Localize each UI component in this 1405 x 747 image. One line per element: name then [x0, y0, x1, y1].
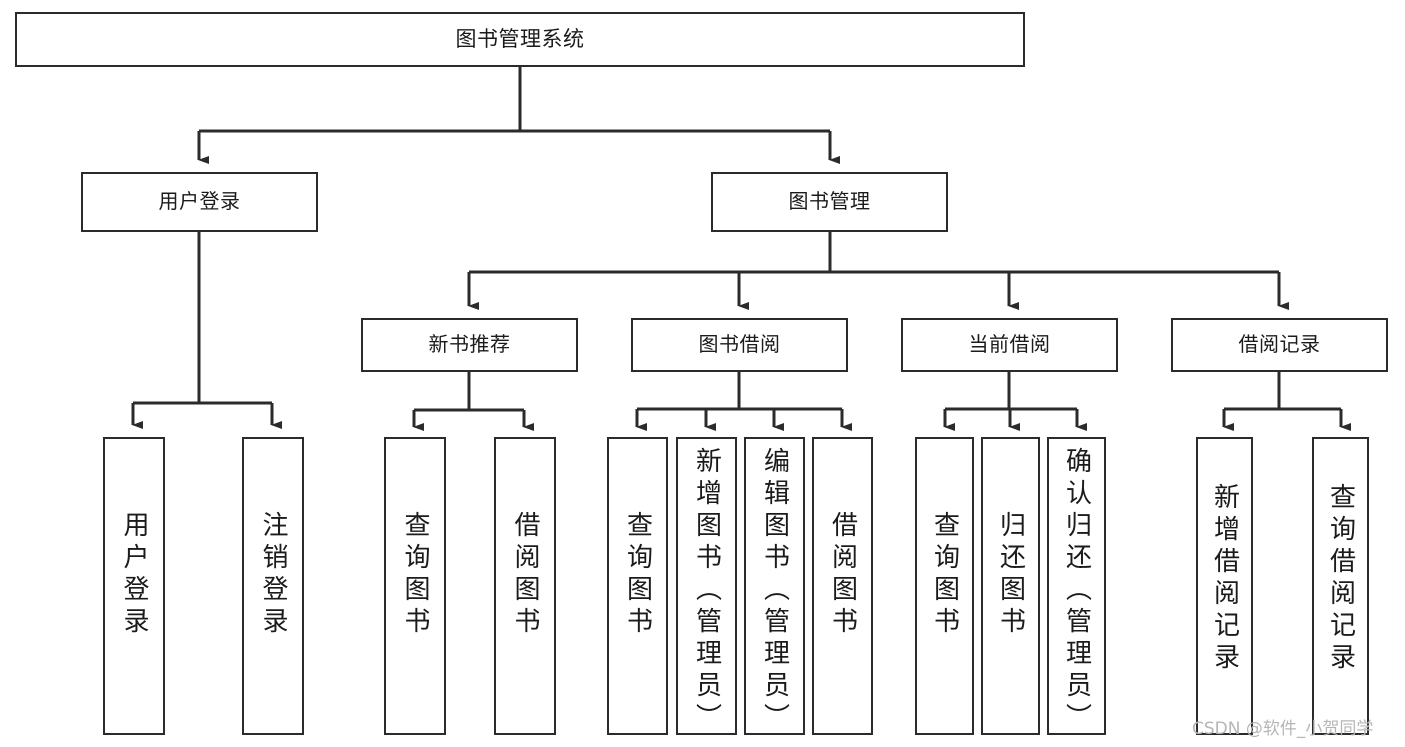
node-leaf-query-book-current-label: 查询图书: [929, 511, 960, 639]
node-leaf-add-book-admin[interactable]: 新增图书（管理员）: [676, 437, 737, 735]
node-leaf-query-borrow-record-label: 查询借阅记录: [1325, 483, 1356, 675]
node-leaf-logout-label: 注销登录: [258, 511, 288, 639]
node-leaf-borrow-book-borrow-label: 借阅图书: [827, 511, 858, 639]
node-leaf-borrow-book-borrow[interactable]: 借阅图书: [812, 437, 873, 735]
node-leaf-edit-book-admin-label: 编辑图书（管理员）: [759, 447, 790, 735]
node-book-borrow[interactable]: 图书借阅: [631, 318, 848, 372]
node-leaf-query-book-current[interactable]: 查询图书: [915, 437, 974, 735]
node-current-borrow-label: 当前借阅: [968, 332, 1051, 357]
node-user-login[interactable]: 用户登录: [81, 172, 318, 232]
node-leaf-query-book-borrow[interactable]: 查询图书: [607, 437, 668, 735]
node-new-book-recommendation-label: 新书推荐: [428, 332, 511, 357]
node-leaf-query-book-recommend-label: 查询图书: [400, 511, 430, 639]
node-leaf-edit-book-admin[interactable]: 编辑图书（管理员）: [744, 437, 805, 735]
node-root[interactable]: 图书管理系统: [15, 12, 1025, 67]
node-borrow-record-label: 借阅记录: [1238, 332, 1321, 357]
node-borrow-record[interactable]: 借阅记录: [1171, 318, 1388, 372]
node-leaf-user-login-label: 用户登录: [119, 511, 149, 639]
node-leaf-borrow-book-recommend[interactable]: 借阅图书: [494, 437, 556, 735]
node-leaf-query-borrow-record[interactable]: 查询借阅记录: [1312, 437, 1369, 735]
node-leaf-query-book-recommend[interactable]: 查询图书: [384, 437, 446, 735]
node-user-login-label: 用户登录: [158, 189, 241, 214]
node-leaf-user-login[interactable]: 用户登录: [103, 437, 165, 735]
node-leaf-confirm-return-admin-label: 确认归还（管理员）: [1061, 447, 1092, 735]
csdn-watermark: CSDN @软件_小贺同学: [1192, 719, 1374, 739]
node-leaf-borrow-book-recommend-label: 借阅图书: [510, 511, 540, 639]
node-leaf-query-book-borrow-label: 查询图书: [622, 511, 653, 639]
node-current-borrow[interactable]: 当前借阅: [901, 318, 1118, 372]
node-leaf-add-borrow-record[interactable]: 新增借阅记录: [1196, 437, 1253, 735]
node-leaf-return-book-label: 归还图书: [995, 511, 1026, 639]
node-book-borrow-label: 图书借阅: [698, 332, 781, 357]
node-leaf-confirm-return-admin[interactable]: 确认归还（管理员）: [1047, 437, 1106, 735]
node-leaf-logout[interactable]: 注销登录: [242, 437, 304, 735]
node-leaf-return-book[interactable]: 归还图书: [981, 437, 1040, 735]
node-new-book-recommendation[interactable]: 新书推荐: [361, 318, 578, 372]
node-root-label: 图书管理系统: [455, 27, 585, 52]
node-book-management-label: 图书管理: [788, 189, 871, 214]
node-book-management[interactable]: 图书管理: [711, 172, 948, 232]
node-leaf-add-borrow-record-label: 新增借阅记录: [1209, 483, 1240, 675]
node-leaf-add-book-admin-label: 新增图书（管理员）: [691, 447, 722, 735]
